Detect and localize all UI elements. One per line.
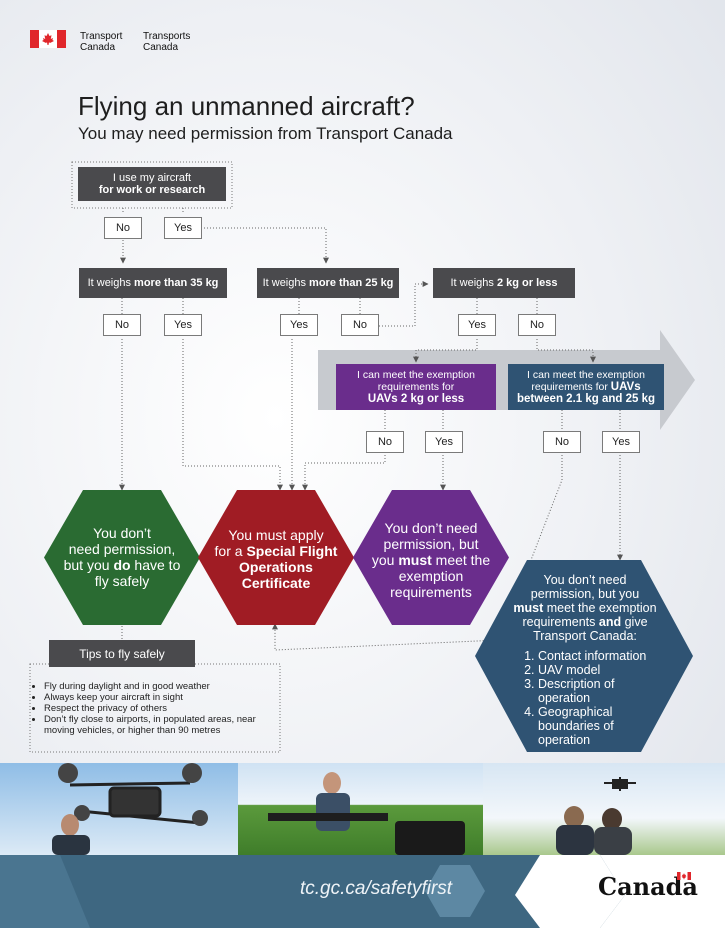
red-line2-prefix: for a [215, 543, 247, 559]
outcome-meet-exemption-and-inform: You don’t need permission, but you must … [500, 573, 670, 643]
red-line2-bold: Special Flight [246, 543, 337, 559]
start-no: No [104, 217, 142, 239]
over35-no: No [103, 314, 141, 336]
purple-line1: You don’t need [353, 520, 509, 536]
over35-yes: Yes [164, 314, 202, 336]
mid-req-yes: Yes [602, 431, 640, 453]
blue-list-item: Contact information [538, 649, 668, 663]
blue-list-item: Description of operation [538, 677, 668, 705]
over25-prefix: It weighs [263, 277, 309, 289]
over25-no: No [341, 314, 379, 336]
small-req-yes: Yes [425, 431, 463, 453]
green-line4: fly safely [44, 573, 200, 589]
weighs-2kg-or-less-box: It weighs 2 kg or less [433, 268, 575, 298]
small-req-line1: I can meet the exemption [357, 369, 475, 381]
photo-strip [0, 763, 725, 855]
green-line3-prefix: but you [64, 557, 114, 573]
tip-item: Always keep your aircraft in sight [44, 692, 284, 703]
under2-prefix: It weighs [450, 277, 496, 289]
blue-line2: permission, but you [500, 587, 670, 601]
exemption-mid-uav-box: I can meet the exemption requirements fo… [508, 364, 664, 410]
mid-req-bold: between 2.1 kg and 25 kg [517, 393, 655, 405]
mid-req-no: No [543, 431, 581, 453]
blue-line4-suffix: give [621, 615, 647, 629]
blue-line1: You don’t need [500, 573, 670, 587]
green-line2: need permission, [44, 541, 200, 557]
blue-line3-bold: must [513, 601, 543, 615]
start-yes: Yes [164, 217, 202, 239]
wordmark-flag-icon [677, 872, 691, 880]
over35-prefix: It weighs [88, 277, 134, 289]
purple-line2: permission, but [353, 536, 509, 552]
start-question-line2: for work or research [99, 184, 205, 196]
exemption-small-uav-box: I can meet the exemption requirements fo… [336, 364, 496, 410]
over25-yes: Yes [280, 314, 318, 336]
footer-url-link[interactable]: tc.gc.ca/safetyfirst [300, 878, 452, 900]
purple-line3-prefix: you [372, 552, 398, 568]
green-line3-bold: do [113, 557, 130, 573]
tips-header: Tips to fly safely [49, 640, 195, 667]
blue-line4-prefix: requirements [522, 615, 598, 629]
red-line1: You must apply [198, 527, 354, 543]
under2-yes: Yes [458, 314, 496, 336]
blue-line3-suffix: meet the exemption [543, 601, 656, 615]
blue-line4-bold: and [599, 615, 621, 629]
weighs-over-35kg-box: It weighs more than 35 kg [79, 268, 227, 298]
start-question-box: I use my aircraft for work or research [78, 167, 226, 201]
tip-item: Respect the privacy of others [44, 703, 284, 714]
green-line3-suffix: have to [131, 557, 181, 573]
outcome-apply-sfoc: You must apply for a Special Flight Oper… [198, 527, 354, 591]
small-req-line2: requirements for [378, 381, 454, 393]
blue-info-list: Contact information UAV model Descriptio… [522, 649, 668, 747]
mid-req-line2-bold: UAVs [611, 381, 641, 393]
tips-list: Fly during daylight and in good weather … [34, 681, 284, 736]
under2-no: No [518, 314, 556, 336]
red-line3: Operations [239, 559, 313, 575]
small-req-no: No [366, 431, 404, 453]
small-req-bold: UAVs 2 kg or less [368, 393, 464, 405]
over25-bold: more than 25 kg [309, 277, 393, 289]
tip-item: Fly during daylight and in good weather [44, 681, 284, 692]
red-line4: Certificate [242, 575, 310, 591]
start-question-line1: I use my aircraft [113, 172, 191, 184]
weighs-over-25kg-box: It weighs more than 25 kg [257, 268, 399, 298]
blue-list-item: Geographical boundaries of operation [538, 705, 638, 747]
tip-item: Don’t fly close to airports, in populate… [44, 714, 284, 736]
blue-list-item: UAV model [538, 663, 668, 677]
outcome-no-permission-fly-safely: You don’t need permission, but you do ha… [44, 525, 200, 589]
blue-line5: Transport Canada: [500, 629, 670, 643]
green-line1: You don’t [44, 525, 200, 541]
purple-line3-bold: must [398, 552, 431, 568]
mid-req-line1: I can meet the exemption [527, 369, 645, 381]
over35-bold: more than 35 kg [134, 277, 218, 289]
under2-bold: 2 kg or less [497, 277, 558, 289]
mid-req-line2-prefix: requirements for [531, 381, 610, 393]
